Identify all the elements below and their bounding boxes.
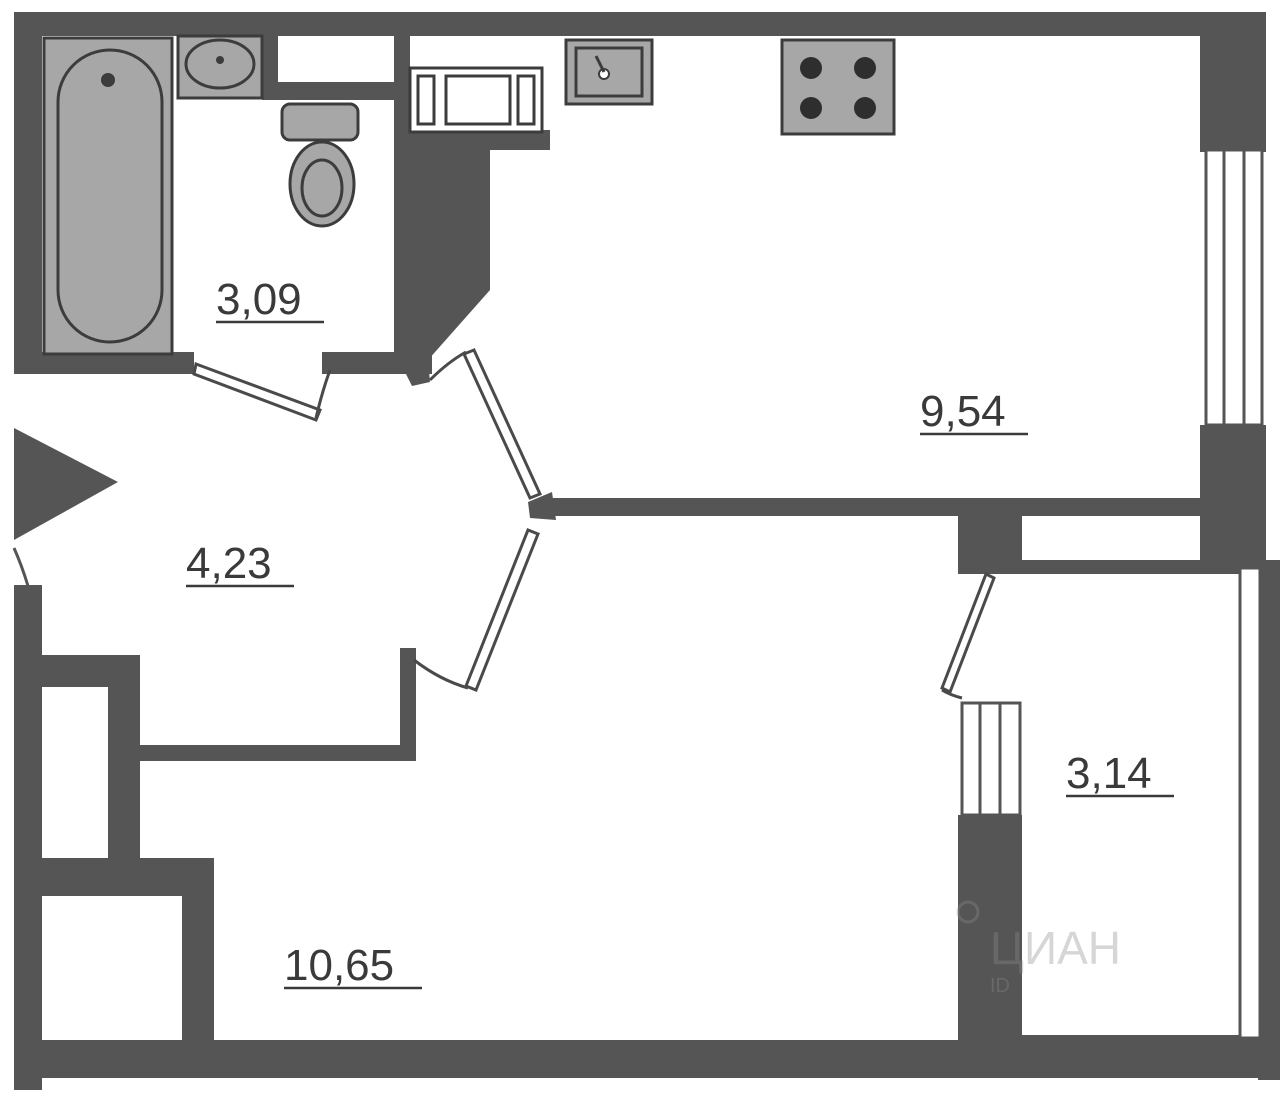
wall-closet2-top xyxy=(14,858,214,896)
balcony-door xyxy=(940,571,996,695)
stove-icon xyxy=(780,38,896,136)
washing-machine-icon xyxy=(408,66,544,134)
watermark-text: ЦИАН xyxy=(990,922,1121,974)
kitchen-sink-icon xyxy=(564,38,654,106)
entrance-door-swing xyxy=(12,547,30,587)
balcony-door-window xyxy=(960,701,1022,817)
bathroom-area: 3,09 xyxy=(216,275,302,324)
living-room-door xyxy=(464,528,540,692)
kitchen-window xyxy=(1204,148,1264,427)
wall-balcony-bottom xyxy=(1010,1035,1260,1047)
fixtures xyxy=(42,34,896,356)
walls xyxy=(14,12,1280,1090)
wall-niche-bottom xyxy=(262,82,410,100)
wall-door-pivot xyxy=(528,492,556,520)
bathroom-door-swing xyxy=(314,369,332,419)
wall-right-balcony xyxy=(1258,560,1280,1080)
living-room-area: 10,65 xyxy=(284,941,394,990)
wall-bath-bottom-left xyxy=(14,352,194,374)
wall-bottom-edge xyxy=(14,1068,1280,1078)
windows xyxy=(960,148,1264,1040)
doors xyxy=(12,348,996,700)
watermark: ЦИАН ID xyxy=(956,900,1121,997)
wall-left-upper xyxy=(14,12,42,372)
wall-closet-top xyxy=(14,655,134,687)
balcony-door-swing xyxy=(941,688,963,700)
bathtub-icon xyxy=(42,36,174,356)
wall-hall-bottom xyxy=(136,745,416,761)
wall-balcony-left-lower xyxy=(958,815,1022,1047)
bathroom-door xyxy=(192,361,322,422)
entrance-arrow-icon xyxy=(14,428,118,540)
wall-right-top xyxy=(1200,12,1266,152)
wall-bath-right xyxy=(394,12,410,372)
balcony-area: 3,14 xyxy=(1066,749,1152,798)
wall-niche-left xyxy=(262,12,278,100)
wall-closet2-right xyxy=(182,858,214,1048)
kitchen-door xyxy=(461,348,543,500)
wall-balcony-top xyxy=(1010,560,1266,574)
wall-hall-door-stub xyxy=(400,648,416,748)
wall-right-mid xyxy=(1200,425,1266,565)
living-room-door-swing xyxy=(413,658,469,690)
area-labels: 3,09 9,54 4,23 3,14 10,65 xyxy=(186,275,1174,990)
kitchen-area: 9,54 xyxy=(920,387,1006,436)
washbasin-icon xyxy=(176,34,264,100)
wall-kitchen-stub xyxy=(400,360,430,386)
wall-closet-right xyxy=(108,655,140,860)
wall-kitchen-bottom xyxy=(548,498,1260,516)
kitchen-door-swing xyxy=(428,350,467,382)
wall-top xyxy=(14,12,1266,36)
watermark-subtext: ID xyxy=(990,975,1010,997)
hallway-area: 4,23 xyxy=(186,539,272,588)
balcony-window xyxy=(1238,566,1262,1040)
toilet-icon xyxy=(280,102,360,228)
wall-kitchen-angle xyxy=(410,130,550,360)
